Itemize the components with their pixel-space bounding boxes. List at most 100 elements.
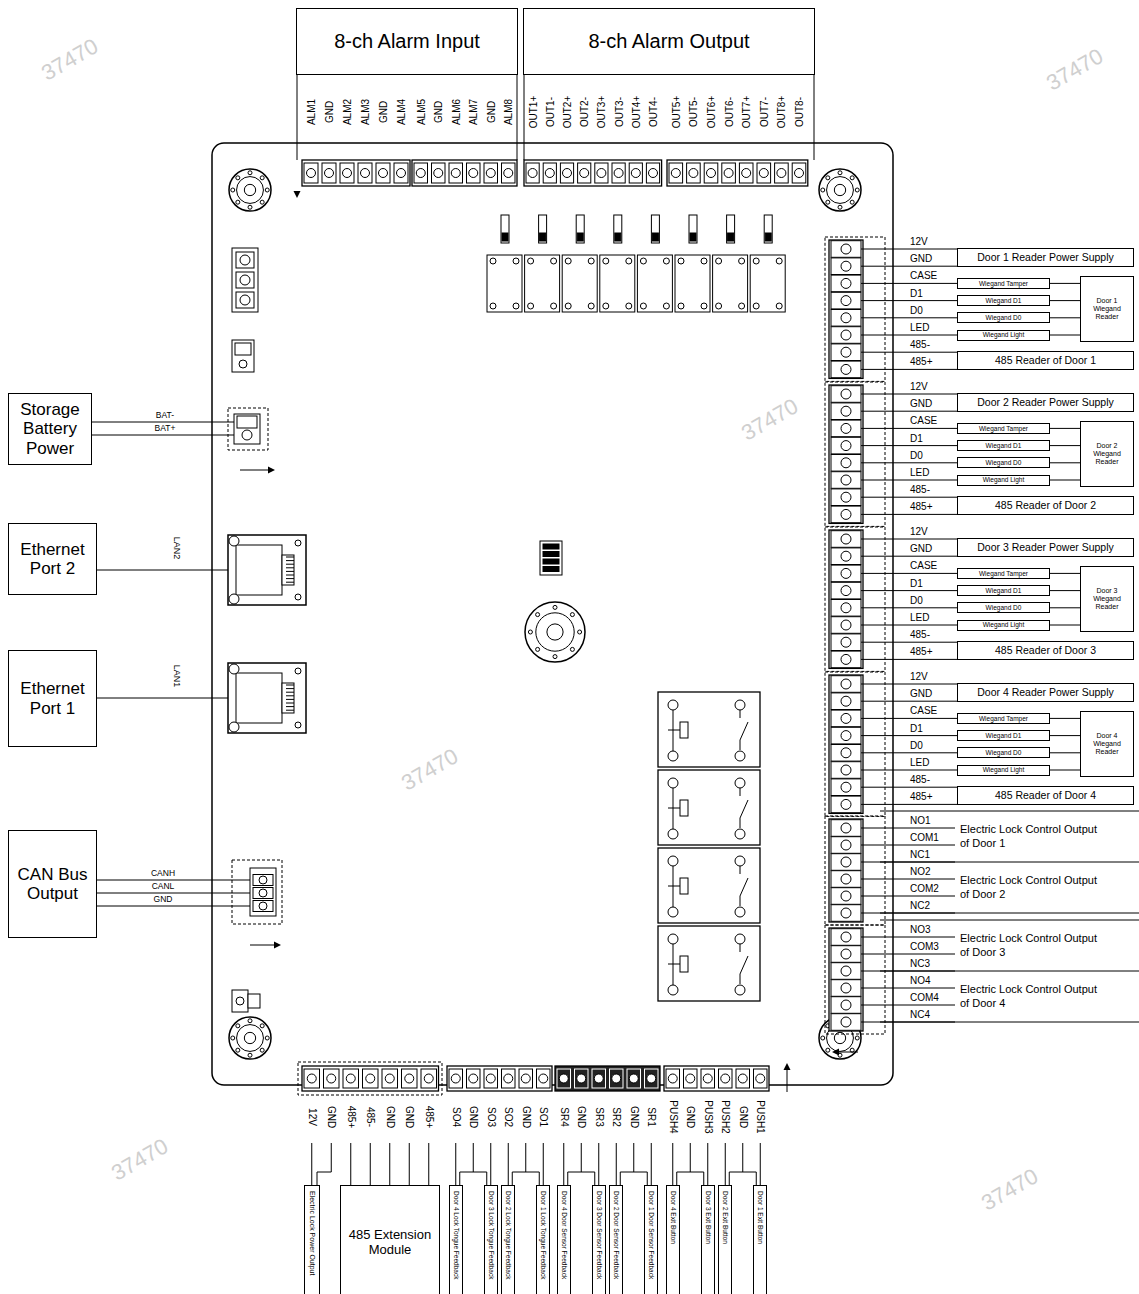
terminal-slot: [358, 163, 372, 183]
output-note: Electric Lock Control Output of Door 3: [960, 932, 1100, 960]
power-supply-box: Door 4 Reader Power Supply: [957, 683, 1134, 702]
terminal-screw: [738, 1074, 747, 1083]
terminal-slot: [831, 905, 861, 922]
terminal-slot: [831, 762, 861, 779]
mounting-hole: [248, 171, 252, 175]
ground-wire: [729, 1172, 756, 1185]
box-text: Wiegand Light: [958, 476, 1049, 483]
box-text: Door 1 Exit Button: [757, 1191, 764, 1244]
jack-led: [295, 594, 301, 600]
terminal-slot: [831, 796, 861, 813]
pin-label: 12V: [910, 526, 928, 537]
reader-wire: [861, 266, 957, 267]
battery-wire: [92, 435, 234, 436]
terminal-slot: [340, 163, 354, 183]
bracket-line: [297, 75, 298, 160]
signal-connector: [1050, 590, 1080, 591]
box-text: Wiegand D0: [958, 459, 1049, 466]
terminal-screw: [689, 169, 698, 178]
box-text: 485 Reader of Door 2: [958, 500, 1133, 512]
terminal-screw: [841, 244, 851, 254]
terminal-screw: [504, 1074, 513, 1083]
terminal-screw: [504, 169, 513, 178]
jack-pin: [286, 578, 294, 579]
reader-wire: [861, 752, 957, 753]
relay-pin: [678, 258, 684, 264]
jumper: [501, 215, 509, 243]
rs485-reader-box: 485 Reader of Door 2: [957, 496, 1134, 515]
terminal-slot: [831, 386, 861, 403]
wiegand-reader-box: Door 2 Wiegand Reader: [1080, 421, 1134, 487]
terminal-slot: [343, 1069, 359, 1088]
relay-pin: [753, 258, 759, 264]
relay-pin: [668, 856, 678, 866]
ethernet-jack: [228, 663, 306, 733]
terminal-slot: [449, 163, 463, 183]
pin-label: COM4: [910, 992, 939, 1003]
pin-label: 485-: [910, 774, 930, 785]
ground-wire: [512, 1172, 539, 1185]
signal-wire: [598, 1143, 599, 1185]
terminal-screw: [841, 765, 851, 775]
relay-pin: [668, 985, 678, 995]
pin-label: GND: [628, 1106, 639, 1128]
terminal-block: [829, 819, 863, 922]
wiegand-signal-box: Wiegand Tamper: [957, 713, 1050, 724]
box-text: Door 1 Lock Tongue Feedback: [540, 1191, 547, 1279]
box-text: Door 4 Wiegand Reader: [1081, 732, 1133, 755]
door-relay: [658, 848, 760, 923]
terminal-slot: [831, 582, 861, 599]
bracket-line: [524, 75, 525, 160]
alarm-relay: [750, 255, 785, 312]
pin-label: OUT5+: [670, 96, 681, 129]
terminal-slot: [646, 163, 659, 183]
pin-label: 12V: [910, 381, 928, 392]
terminal-screw: [777, 169, 786, 178]
terminal-screw: [594, 1074, 603, 1083]
terminal-slot: [684, 1069, 698, 1088]
wiegand-signal-box: Wiegand D0: [957, 457, 1050, 468]
reader-wire: [861, 394, 957, 395]
terminal-screw: [631, 169, 640, 178]
jack-pin: [286, 706, 294, 707]
pin-label: D1: [910, 432, 923, 443]
jumper: [689, 215, 697, 243]
direction-arrow: [294, 191, 301, 198]
terminal-screw: [528, 169, 537, 178]
rs485-reader-box: 485 Reader of Door 3: [957, 641, 1134, 660]
terminal-screw: [379, 169, 388, 178]
relay-coil-line: [668, 886, 680, 887]
box-text: Ethernet Port 1: [9, 679, 96, 717]
signal-wire: [490, 1143, 491, 1185]
jumper: [727, 215, 735, 243]
alarm-relay: [713, 255, 748, 312]
mounting-hole: [855, 1036, 859, 1040]
mounting-hole: [536, 647, 540, 651]
pin-label: CASE: [910, 560, 937, 571]
terminal-block: [447, 1066, 552, 1091]
jumper: [651, 215, 659, 243]
relay-pin: [739, 303, 745, 309]
mounting-hole: [244, 184, 255, 195]
box-text: Door 4 Exit Button: [669, 1191, 676, 1244]
terminal-slot: [560, 163, 573, 183]
terminal-slot: [363, 1069, 379, 1088]
input-device-box: Door 4 Lock Tongue Feedback: [449, 1185, 463, 1294]
signal-connector: [1050, 317, 1080, 318]
pin-label: OUT2+: [562, 96, 573, 129]
terminal-slot: [519, 1069, 533, 1088]
box-text: Door 4 Door Sensor Feedback: [560, 1191, 567, 1279]
terminal-slot: [719, 1069, 733, 1088]
relay-pin: [565, 258, 571, 264]
watermark: 37470: [737, 394, 802, 446]
ground-wire: [742, 1143, 743, 1172]
pin-label: 485+: [910, 646, 933, 657]
ground-wire: [690, 1143, 691, 1172]
connector-pin: [235, 343, 251, 355]
port-label: CANH: [151, 869, 175, 878]
connector-screw: [240, 295, 250, 305]
wiegand-signal-box: Wiegand Tamper: [957, 278, 1050, 289]
power-output-box: Electric Lock Power Output: [304, 1185, 320, 1294]
relay-pin: [678, 303, 684, 309]
terminal-screw: [521, 1074, 530, 1083]
